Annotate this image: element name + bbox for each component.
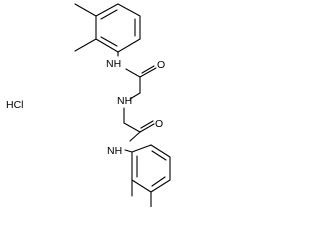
- bond-nh-to-carbonyl-top: [125, 68, 141, 78]
- chemical-structure-diagram: NH O NH O NH HCl: [6, 3, 171, 207]
- bond-nh-to-ring-bottom: [124, 149, 133, 153]
- bond-ch2-to-nh-middle: [129, 92, 141, 100]
- bottom-methyl-groups: [131, 179, 152, 207]
- bond-ch2-to-carbonyl-bottom: [123, 122, 141, 133]
- atom-nh-top: NH: [106, 58, 121, 70]
- top-benzene-ring: [95, 3, 141, 53]
- carbonyl-top: [139, 65, 157, 78]
- hydrochloride-label: HCl: [6, 99, 24, 111]
- atom-o-top: O: [157, 59, 165, 71]
- atom-nh-bottom: NH: [107, 145, 122, 157]
- atom-o-bottom: O: [155, 118, 163, 130]
- bond-carbonyl-to-nh-bottom: [129, 131, 141, 142]
- atom-nh-middle: NH: [117, 95, 132, 107]
- bottom-benzene-ring: [131, 144, 171, 193]
- top-methyl-groups: [74, 3, 97, 52]
- carbonyl-bottom: [139, 120, 155, 133]
